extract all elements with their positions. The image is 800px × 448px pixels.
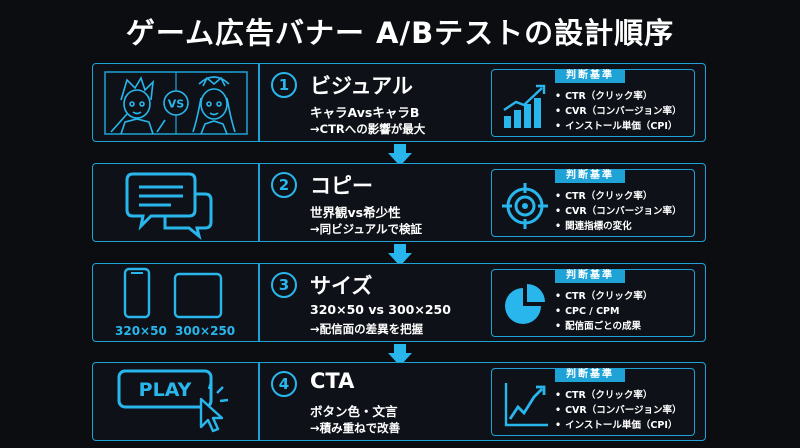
line-chart-up-icon bbox=[498, 377, 552, 431]
criteria-box: 判断基準 CTR（クリック率） CPC / CPM 配信面ごとの成果 bbox=[491, 269, 695, 337]
step-visual: VS 1 ビジュアル キャラAvsキャラB →CTRへの影響が最大 判断基準 bbox=[92, 63, 706, 142]
criteria-item: CTR（クリック率） bbox=[555, 388, 682, 403]
criteria-item: CVR（コンバージョン率） bbox=[555, 403, 681, 418]
page-title: ゲーム広告バナー A/Bテストの設計順序 bbox=[125, 16, 675, 50]
criteria-item: CTR（クリック率） bbox=[555, 89, 682, 104]
criteria-item: インストール単価（CPI） bbox=[555, 418, 682, 433]
criteria-box: 判断基準 CTR（クリック率） CVR（コンバージョン率） インストール単価（C… bbox=[491, 368, 695, 436]
step-number: 3 bbox=[271, 272, 297, 298]
step-line1: ボタン色・文言 bbox=[310, 404, 398, 419]
step-line2: →同ビジュアルで検証 bbox=[310, 222, 422, 236]
criteria-list: CTR（クリック率） CPC / CPM 配信面ごとの成果 bbox=[555, 289, 652, 334]
criteria-item: 関連指標の変化 bbox=[555, 219, 682, 234]
step-heading: CTA bbox=[310, 369, 355, 393]
step-divider bbox=[258, 264, 260, 341]
criteria-item: インストール単価（CPI） bbox=[555, 119, 682, 134]
step-copy: 2 コピー 世界観vs希少性 →同ビジュアルで検証 判断基準 CTR（クリック率… bbox=[92, 163, 706, 242]
step-divider bbox=[258, 363, 260, 440]
step-line2: →配信面の差異を把握 bbox=[310, 322, 424, 336]
criteria-title: 判断基準 bbox=[555, 368, 625, 382]
step-cta: PLAY 4 CTA ボタン色・文言 →積み重ねで改善 判断基準 CTR（クリッ… bbox=[92, 362, 706, 441]
criteria-item: CTR（クリック率） bbox=[555, 189, 682, 204]
step-line1: 世界観vs希少性 bbox=[310, 205, 401, 220]
pie-chart-icon bbox=[498, 278, 552, 332]
step-size: 320×50 300×250 3 サイズ 320×50 vs 300×250 →… bbox=[92, 263, 706, 342]
size-label-a: 320×50 bbox=[115, 324, 167, 338]
down-arrow-icon bbox=[388, 344, 412, 366]
criteria-list: CTR（クリック率） CVR（コンバージョン率） 関連指標の変化 bbox=[555, 189, 682, 234]
speech-bubbles-icon bbox=[93, 164, 258, 241]
step-number: 4 bbox=[271, 371, 297, 397]
step-line2: →積み重ねで改善 bbox=[310, 421, 401, 435]
play-button-icon: PLAY bbox=[93, 363, 258, 440]
character-vs-icon: VS bbox=[93, 64, 258, 141]
target-icon bbox=[498, 178, 552, 232]
step-divider bbox=[258, 64, 260, 141]
size-label-b: 300×250 bbox=[175, 324, 236, 338]
criteria-title: 判断基準 bbox=[555, 169, 625, 183]
criteria-title: 判断基準 bbox=[555, 69, 625, 83]
down-arrow-icon bbox=[388, 144, 412, 166]
step-line1: 320×50 vs 300×250 bbox=[310, 302, 451, 317]
play-label: PLAY bbox=[139, 379, 192, 401]
criteria-box: 判断基準 CTR（クリック率） CVR（コンバージョン率） インストール単価（C… bbox=[491, 69, 695, 137]
down-arrow-icon bbox=[388, 244, 412, 266]
criteria-item: 配信面ごとの成果 bbox=[555, 319, 652, 334]
bar-chart-up-icon bbox=[498, 78, 552, 132]
step-number: 1 bbox=[271, 72, 297, 98]
step-heading: コピー bbox=[310, 174, 373, 198]
step-heading: ビジュアル bbox=[310, 74, 413, 98]
criteria-list: CTR（クリック率） CVR（コンバージョン率） インストール単価（CPI） bbox=[555, 388, 682, 433]
banner-sizes-icon: 320×50 300×250 bbox=[93, 264, 258, 341]
criteria-list: CTR（クリック率） CVR（コンバージョン率） インストール単価（CPI） bbox=[555, 89, 682, 134]
criteria-box: 判断基準 CTR（クリック率） CVR（コンバージョン率） 関連指標の変化 bbox=[491, 169, 695, 237]
step-line1: キャラAvsキャラB bbox=[310, 105, 420, 120]
criteria-item: CPC / CPM bbox=[555, 304, 652, 319]
criteria-item: CVR（コンバージョン率） bbox=[555, 204, 681, 219]
step-line2: →CTRへの影響が最大 bbox=[310, 122, 426, 136]
step-heading: サイズ bbox=[310, 274, 373, 298]
criteria-title: 判断基準 bbox=[555, 269, 625, 283]
vs-label: VS bbox=[168, 98, 185, 111]
criteria-item: CVR（コンバージョン率） bbox=[555, 104, 681, 119]
step-number: 2 bbox=[271, 172, 297, 198]
step-divider bbox=[258, 164, 260, 241]
criteria-item: CTR（クリック率） bbox=[555, 289, 652, 304]
